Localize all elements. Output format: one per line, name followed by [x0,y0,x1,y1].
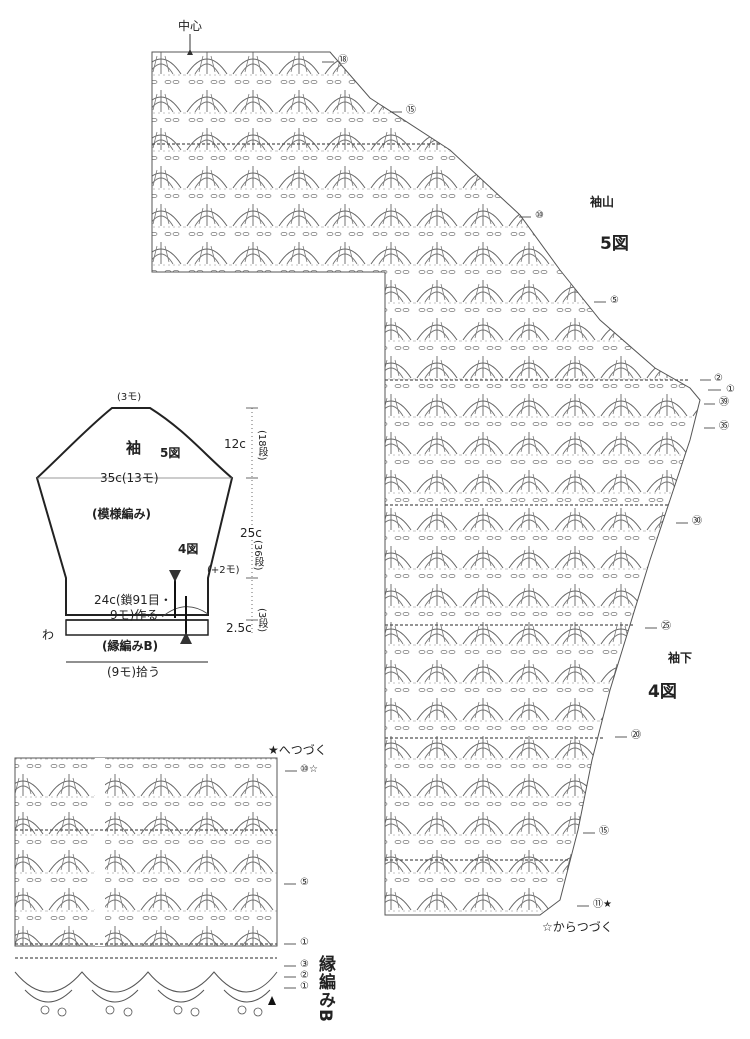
schematic-pattern-label: (模様編み) [92,507,151,521]
row-marker-15-top: ⑮ [406,105,416,116]
sleeve-chart-row-lines [152,143,690,861]
dim-increase: (+2モ) [207,565,240,576]
ring-label: わ [42,628,55,642]
sleeve-chart-outline [151,51,701,916]
pickup-label: (9モ)拾う [107,665,160,679]
row-marker-arrows [322,61,721,907]
row-marker-2: ② [714,373,723,384]
edging-marker-1: ① [300,981,309,992]
row-marker-20: ⑳ [631,730,641,741]
dim-body-rows: (36段) [252,540,263,571]
center-label: 中心 [178,19,203,33]
schematic-dimension-line [246,407,258,636]
cuff-marker-10-star: ⑩☆ [300,764,318,775]
cuff-chart-row-lines [15,829,277,959]
cuff-marker-5: ⑤ [300,877,309,888]
row-marker-18: ⑱ [338,55,348,66]
schematic-top-width: (3モ) [117,392,142,403]
edging-b-title: 縁編みB [315,955,335,1023]
edging-label: (縁編みB) [102,639,159,653]
schematic-title: 袖 [126,439,142,457]
dim-body-cm: 25c [240,526,262,540]
row-marker-30: ㉚ [692,516,702,527]
dim-cap-rows: (18段) [256,430,267,461]
sleeve-schematic-outline [35,407,234,616]
underarm-title: 袖下 [668,651,693,665]
cuff-marker-1: ① [300,937,309,948]
continue-from-label: ☆からつづく [542,920,613,934]
schematic-width-mid: 35c(13モ) [100,471,159,485]
edging-b-picots [40,1005,263,1017]
start-chain-line2: 9モ)作る [110,608,159,622]
row-marker-35: ㉟ [719,421,729,432]
edging-b-start-mark [268,996,276,1005]
row-marker-15-lower: ⑮ [599,826,609,837]
row-marker-5-top: ⑤ [610,295,619,306]
underarm-figure: 4図 [648,682,677,702]
dim-edge-cm: 2.5c [226,621,252,635]
edging-marker-3: ③ [300,959,309,970]
cuff-chart-body [14,757,278,947]
sleeve-cap-figure: 5図 [600,234,629,254]
row-marker-10-top: ⑩ [535,210,544,221]
dim-cap-cm: 12c [224,437,246,451]
continue-to-label: ★へつづく [268,743,327,757]
sleeve-cap-title: 袖山 [590,195,615,209]
schematic-body-figure: 4図 [178,542,199,556]
row-marker-25: ㉕ [661,621,671,632]
row-marker-1: ① [726,384,735,395]
dim-edge-rows: (3段) [256,608,267,633]
schematic-title-figure: 5図 [160,446,181,460]
edging-marker-2: ② [300,970,309,981]
cuff-row-marker-arrows [284,770,297,989]
edging-b-scallops [14,971,278,1003]
row-marker-11-star: ⑪★ [593,899,612,910]
start-chain-line1: 24c(鎖91目・ [94,593,172,607]
row-marker-39: ㊴ [719,397,729,408]
